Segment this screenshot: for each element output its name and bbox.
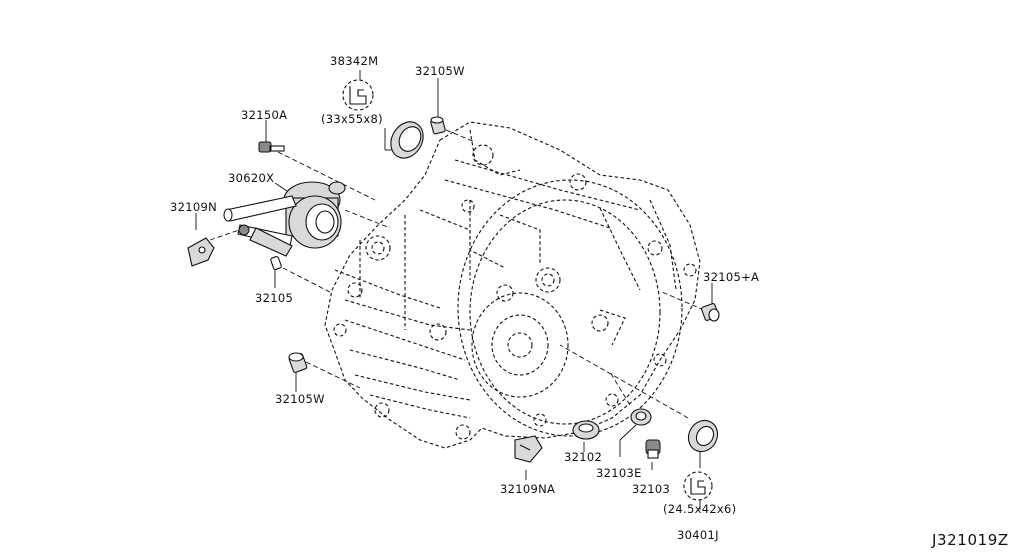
label-32105A: 32105+A [703,270,760,284]
label-32105W-bottom: 32105W [275,392,325,406]
bracket-32109NA [514,435,543,463]
dowel-pin-32105A [701,303,720,322]
release-bearing-30620X [223,181,346,257]
bolt-32150A [258,141,285,153]
label-32109NA: 32109NA [500,482,556,496]
label-32105W-top: 32105W [415,64,465,78]
label-38342M-size: (33x55x8) [321,112,383,126]
label-30620X: 30620X [228,171,275,185]
transmission-case-outline [324,121,701,449]
oil-seal-icon-38342M [342,79,374,111]
label-32105: 32105 [255,291,294,305]
label-32102: 32102 [564,450,603,464]
label-32150A: 32150A [241,108,288,122]
oil-seal-icon-30401J [683,471,713,501]
oil-seal-30401J [687,419,719,453]
oil-seal-38342M [390,121,424,159]
label-30401J: 30401J [677,528,719,542]
label-32103: 32103 [632,482,671,496]
label-30401J-size: (24.5x42x6) [663,502,737,516]
dowel-pin-32105 [270,256,282,270]
dowel-pin-32105W-bottom [288,352,308,373]
label-32109N: 32109N [170,200,217,214]
clip-32109N [187,237,215,267]
diagram-code: J321019Z [932,531,1009,549]
dowel-pin-32105W-top [430,116,446,135]
label-32103E: 32103E [596,466,642,480]
drain-plug-32103 [645,439,661,459]
label-38342M: 38342M [330,54,379,68]
leader-lines [195,70,713,510]
washer-32102 [572,420,600,440]
gasket-32103E [630,408,652,426]
